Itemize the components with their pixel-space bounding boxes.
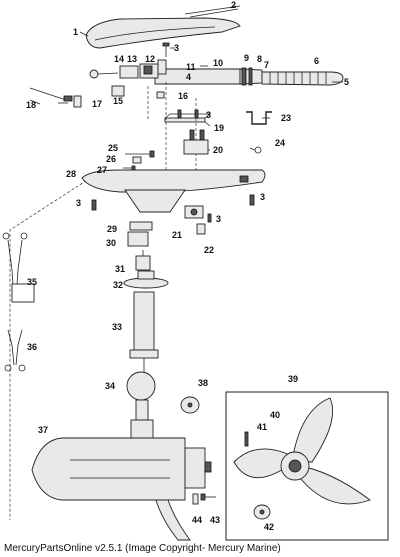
callout-27: 27: [97, 165, 107, 175]
callout-3-right: 3: [260, 192, 265, 202]
callout-33: 33: [112, 322, 122, 332]
callout-3-mid: 3: [206, 110, 211, 120]
callout-10: 10: [213, 58, 223, 68]
callout-16: 16: [178, 91, 188, 101]
callout-21: 21: [172, 230, 182, 240]
callout-13: 13: [127, 54, 137, 64]
callout-14: 14: [114, 54, 124, 64]
callout-1: 1: [73, 27, 78, 37]
screw-3-top: [162, 42, 170, 57]
callout-19: 19: [214, 123, 224, 133]
callout-24: 24: [275, 138, 285, 148]
tiller-handle: [154, 67, 344, 86]
callout-30: 30: [106, 238, 116, 248]
callout-25: 25: [108, 143, 118, 153]
callout-3-top: 3: [174, 43, 179, 53]
callout-6: 6: [314, 56, 319, 66]
callout-31: 31: [115, 264, 125, 274]
callout-44: 44: [192, 515, 202, 525]
callout-9: 9: [244, 53, 249, 63]
callout-5: 5: [344, 77, 349, 87]
callout-3-lower: 3: [216, 214, 221, 224]
callout-26: 26: [106, 154, 116, 164]
top-cover: [85, 17, 241, 49]
callout-11: 11: [186, 62, 196, 72]
callout-35: 35: [27, 277, 37, 287]
callout-8: 8: [257, 54, 262, 64]
callout-7: 7: [264, 60, 269, 70]
shaft: [129, 291, 159, 372]
callout-22: 22: [204, 245, 214, 255]
copyright-footer: MercuryPartsOnline v2.5.1 (Image Copyrig…: [4, 543, 281, 554]
trolling-motor-lower-unit: [31, 437, 212, 541]
callout-37: 37: [38, 425, 48, 435]
callout-29: 29: [107, 224, 117, 234]
callout-43: 43: [210, 515, 220, 525]
callout-23: 23: [281, 113, 291, 123]
callout-4: 4: [186, 72, 191, 82]
callout-2: 2: [231, 0, 236, 10]
callout-3-left: 3: [76, 198, 81, 208]
callout-34: 34: [105, 381, 115, 391]
callout-18: 18: [26, 100, 36, 110]
callout-17: 17: [92, 99, 102, 109]
motor-head-base: [81, 169, 266, 213]
callout-32: 32: [113, 280, 123, 290]
propeller: [233, 397, 371, 505]
callout-28: 28: [66, 169, 76, 179]
callout-12: 12: [145, 54, 155, 64]
callout-42: 42: [264, 522, 274, 532]
callout-39: 39: [288, 374, 298, 384]
callout-40: 40: [270, 410, 280, 420]
callout-38: 38: [198, 378, 208, 388]
callout-36: 36: [27, 342, 37, 352]
callout-20: 20: [213, 145, 223, 155]
callout-15: 15: [113, 96, 123, 106]
callout-41: 41: [257, 422, 267, 432]
